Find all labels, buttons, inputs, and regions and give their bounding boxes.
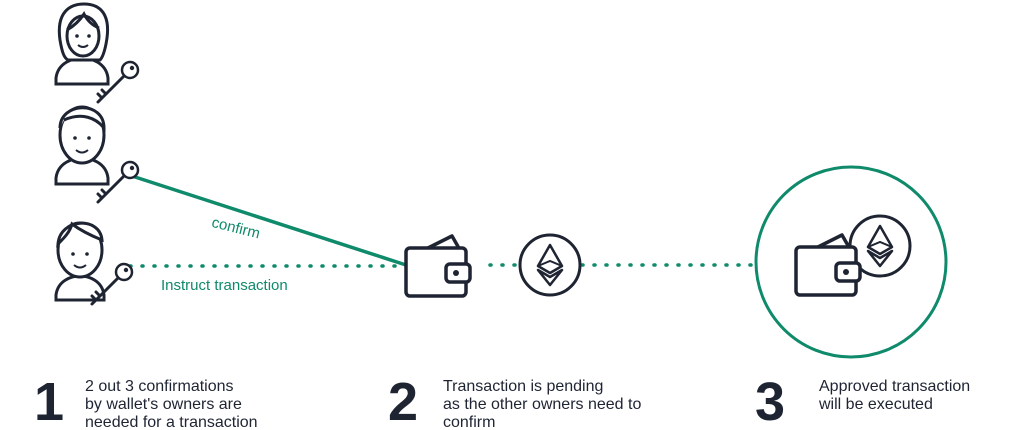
pending-wallet-icon <box>404 234 472 298</box>
step-1-number: 1 <box>34 374 65 430</box>
pending-ethereum-icon <box>518 233 582 297</box>
confirm-line <box>131 174 407 267</box>
step-3-description: Approved transaction will be executed <box>819 378 971 413</box>
step-1: 1 2 out 3 confirmations by wallet's owne… <box>34 374 334 430</box>
owner-2-avatar-icon <box>54 105 110 186</box>
step-2: 2 Transaction is pending as the other ow… <box>388 374 708 430</box>
step-3-number: 3 <box>755 374 786 430</box>
owner-3-avatar-icon <box>54 221 106 302</box>
instruct-transaction-label: Instruct transaction <box>161 277 288 294</box>
step-3: 3 Approved transaction will be executed <box>755 374 1025 430</box>
step-2-description: Transaction is pending as the other owne… <box>443 378 642 430</box>
step-1-description: 2 out 3 confirmations by wallet's owners… <box>85 378 258 430</box>
step-2-number: 2 <box>388 374 419 430</box>
owner-1-avatar-icon <box>54 2 110 86</box>
